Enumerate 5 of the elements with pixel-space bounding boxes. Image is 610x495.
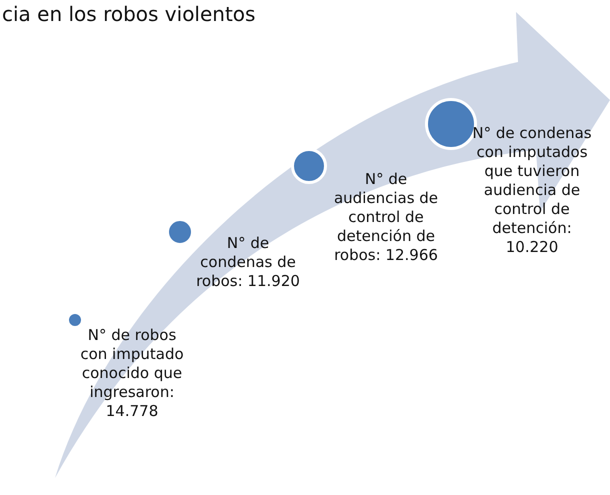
- step-text: N° de condenas con imputados que tuvieron audiencia de control de detención: 10.220: [471, 124, 593, 257]
- step-text: N° de audiencias de control de detención de robos: 12.966: [332, 170, 440, 265]
- title: cia en los robos violentos: [2, 2, 256, 26]
- step-text: N° de condenas de robos: 11.920: [196, 234, 300, 291]
- step-text: N° de robos con imputado conocido que ingresaron: 14.778: [79, 326, 185, 421]
